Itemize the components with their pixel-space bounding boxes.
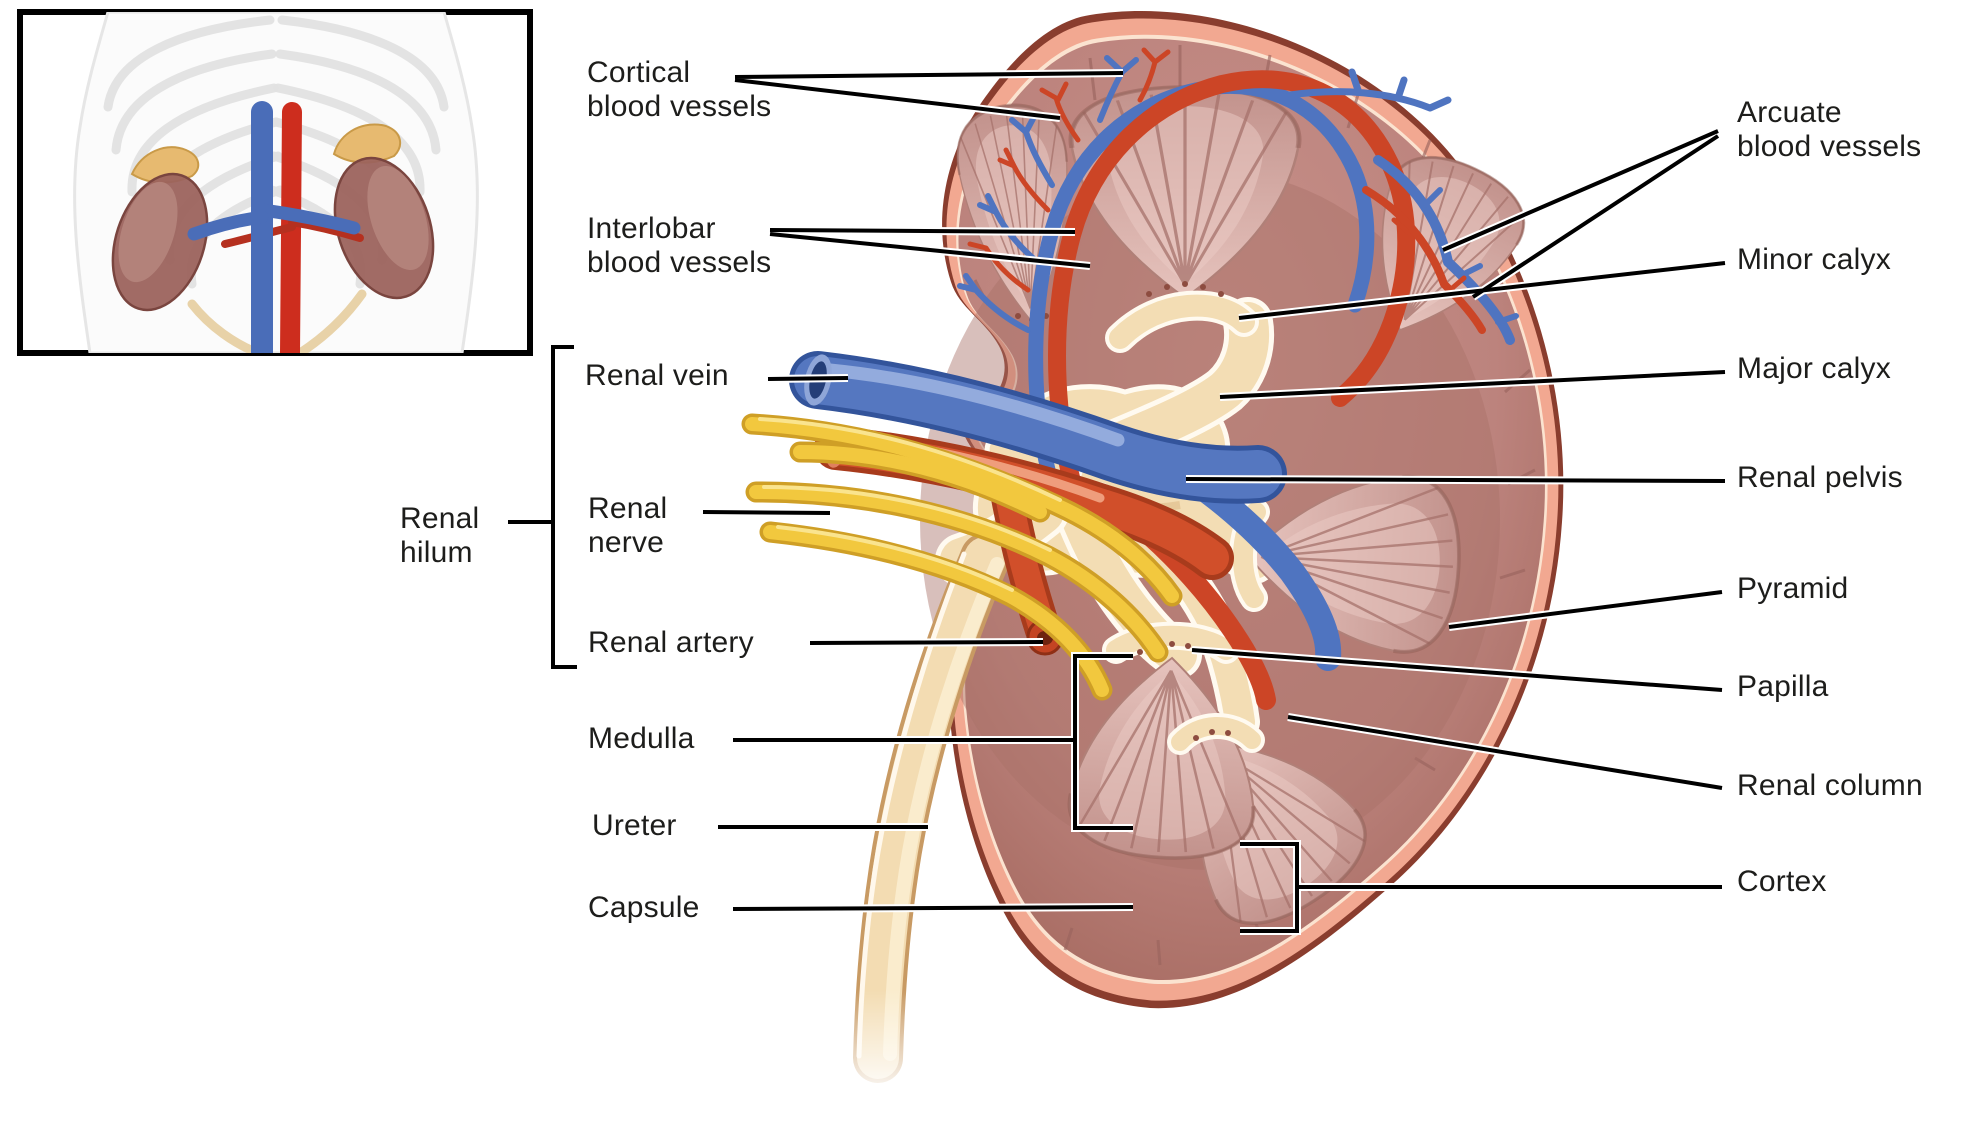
leader-renal-column <box>1287 715 1723 790</box>
label-cortex: Cortex <box>1737 865 1827 898</box>
leader-interlobar-blood-vessels <box>769 228 1091 268</box>
minor-calyx-cups <box>1102 290 1270 755</box>
label-major-calyx: Major calyx <box>1737 352 1891 385</box>
ureter-fadeout <box>820 990 950 1129</box>
label-ureter: Ureter <box>592 809 677 842</box>
ureter-tube <box>853 533 1010 1083</box>
leader-lines <box>508 69 1726 935</box>
label-renal-nerve: Renal nerve <box>588 492 668 559</box>
renal-artery-left-inset <box>288 218 364 242</box>
leader-minor-calyx <box>1238 261 1726 320</box>
label-papilla: Papilla <box>1737 670 1829 703</box>
label-pyramid: Pyramid <box>1737 572 1849 605</box>
leader-capsule <box>732 905 1134 911</box>
interlobar-vessels <box>1028 70 1416 491</box>
arcuate-vessels <box>1286 68 1519 345</box>
label-renal-pelvis: Renal pelvis <box>1737 461 1903 494</box>
label-cortical-blood-vessels: Cortical blood vessels <box>587 56 772 123</box>
kidney-illustration <box>741 11 1564 1129</box>
label-renal-artery: Renal artery <box>588 626 754 659</box>
kidney-left-inset <box>111 172 209 312</box>
kidney-right-inset <box>333 156 435 300</box>
leader-cortical-blood-vessels <box>734 71 1124 120</box>
label-renal-vein: Renal vein <box>585 359 729 392</box>
renal-vein-left-inset <box>255 203 361 235</box>
renal-vein-right-inset <box>187 210 269 241</box>
label-capsule: Capsule <box>588 891 700 924</box>
leader-renal-vein <box>767 376 849 381</box>
leader-papilla <box>1191 648 1723 692</box>
cortex-bracket <box>1240 842 1722 933</box>
leader-renal-artery <box>809 640 1044 645</box>
leader-arcuate-blood-vessels <box>1442 129 1720 299</box>
leader-renal-nerve <box>702 510 831 515</box>
leader-renal-pelvis <box>1185 477 1726 483</box>
renal-hilum-bracket <box>508 345 577 669</box>
aorta <box>280 102 302 353</box>
label-medulla: Medulla <box>588 722 695 755</box>
leader-pyramid <box>1448 590 1723 629</box>
leader-major-calyx <box>1219 370 1726 399</box>
label-arcuate-blood-vessels: Arcuate blood vessels <box>1737 96 1922 163</box>
label-renal-column: Renal column <box>1737 769 1923 802</box>
label-interlobar-blood-vessels: Interlobar blood vessels <box>587 212 772 279</box>
ureter-right-inset <box>295 289 367 353</box>
medulla-bracket <box>733 654 1133 830</box>
label-renal-hilum: Renal hilum <box>400 502 480 569</box>
torso-inset <box>17 9 533 356</box>
label-minor-calyx: Minor calyx <box>1737 243 1891 276</box>
